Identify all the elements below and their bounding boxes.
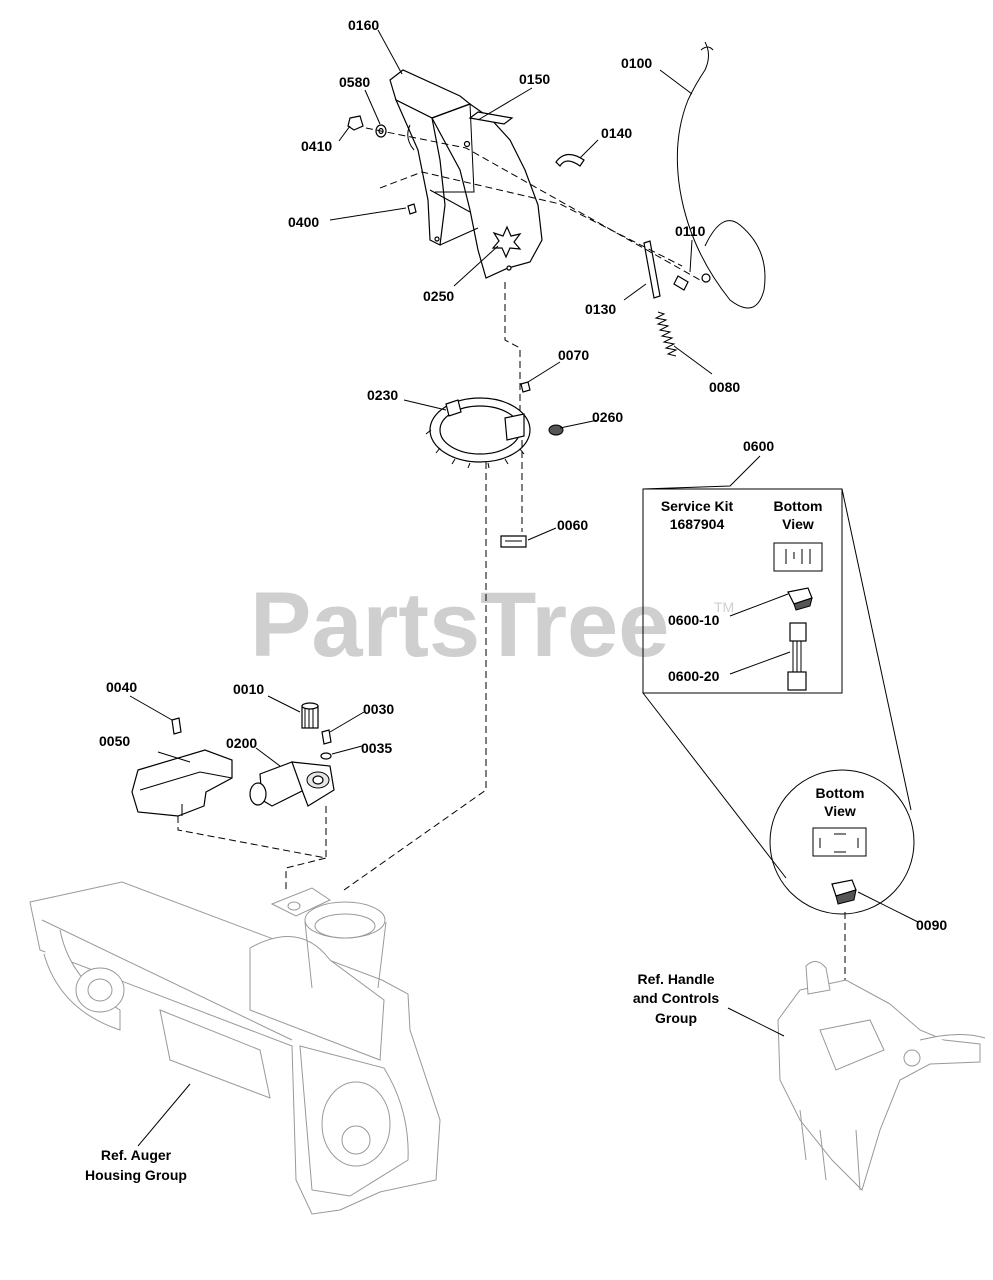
detail-bottom-view-line1: Bottom xyxy=(816,785,865,801)
ref-auger-line1: Ref. Auger xyxy=(101,1147,172,1163)
ref-auger-line2: Housing Group xyxy=(85,1167,187,1183)
callout-0410: 0410 xyxy=(301,138,332,154)
callout-0040: 0040 xyxy=(106,679,137,695)
kit-bottom-view-line2: View xyxy=(782,516,814,532)
detail-circle xyxy=(769,769,915,915)
star-decal-part xyxy=(491,225,522,259)
callout-0230: 0230 xyxy=(367,387,398,403)
callout-0260: 0260 xyxy=(592,409,623,425)
ref-handle-line2: and Controls xyxy=(633,990,720,1006)
callout-0160: 0160 xyxy=(348,17,379,33)
callout-0010: 0010 xyxy=(233,681,264,697)
callout-0250: 0250 xyxy=(423,288,454,304)
screw-0040 xyxy=(171,717,182,735)
callout-0100: 0100 xyxy=(621,55,652,71)
watermark-trademark: TM xyxy=(714,599,734,615)
ref-handle-line3: Group xyxy=(655,1010,697,1026)
cover-0050 xyxy=(131,749,233,817)
service-kit-title-line1: Service Kit xyxy=(661,498,734,514)
detail-bottom-view-switch xyxy=(812,827,867,857)
callout-0600-10: 0600-10 xyxy=(668,612,720,628)
motor-0200 xyxy=(249,761,335,807)
leader-lines xyxy=(129,29,919,1147)
screw-0030 xyxy=(321,729,332,745)
bolt-0400 xyxy=(407,203,417,215)
handle-controls-reference xyxy=(777,961,986,1191)
service-kit-box xyxy=(642,488,843,694)
detail-bottom-view-line2: View xyxy=(824,803,856,819)
callout-labels: 0160 0580 0150 0100 0410 0140 0400 0110 … xyxy=(99,17,947,933)
service-kit-title-line2: 1687904 xyxy=(670,516,725,532)
cable-0100 xyxy=(676,41,766,309)
pinion-0010 xyxy=(301,702,319,729)
callout-0130: 0130 xyxy=(585,301,616,317)
callout-0150: 0150 xyxy=(519,71,550,87)
ring-gear-part xyxy=(425,397,531,469)
chute-part xyxy=(389,69,543,279)
callout-0090: 0090 xyxy=(916,917,947,933)
callout-0140: 0140 xyxy=(601,125,632,141)
callout-0110: 0110 xyxy=(675,223,706,239)
callout-0200: 0200 xyxy=(226,735,257,751)
pin-0130 xyxy=(643,240,661,299)
pinion-0260 xyxy=(548,424,564,436)
ref-handle-line1: Ref. Handle xyxy=(637,971,714,987)
shim-part xyxy=(468,111,514,125)
washer-0035 xyxy=(320,752,332,760)
switch-0090 xyxy=(831,879,857,905)
auger-housing-reference xyxy=(29,881,441,1215)
callout-0035: 0035 xyxy=(361,740,392,756)
callout-0600-20: 0600-20 xyxy=(668,668,720,684)
callout-0050: 0050 xyxy=(99,733,130,749)
callout-0400: 0400 xyxy=(288,214,319,230)
callout-0580: 0580 xyxy=(339,74,370,90)
switch-0600-10 xyxy=(787,587,813,611)
callout-0030: 0030 xyxy=(363,701,394,717)
harness-0600-20 xyxy=(787,622,807,691)
callout-0060: 0060 xyxy=(557,517,588,533)
callout-0080: 0080 xyxy=(709,379,740,395)
clip-0140 xyxy=(555,153,585,167)
kit-bottom-view-line1: Bottom xyxy=(774,498,823,514)
spring-0080 xyxy=(654,311,678,357)
kit-bottom-view-switch xyxy=(773,542,823,572)
clevis-0110 xyxy=(701,273,711,283)
nut-0410 xyxy=(347,115,364,131)
watermark-brand: PartsTree xyxy=(250,574,669,676)
callout-0070: 0070 xyxy=(558,347,589,363)
screw-0070 xyxy=(520,381,531,393)
callout-0600: 0600 xyxy=(743,438,774,454)
